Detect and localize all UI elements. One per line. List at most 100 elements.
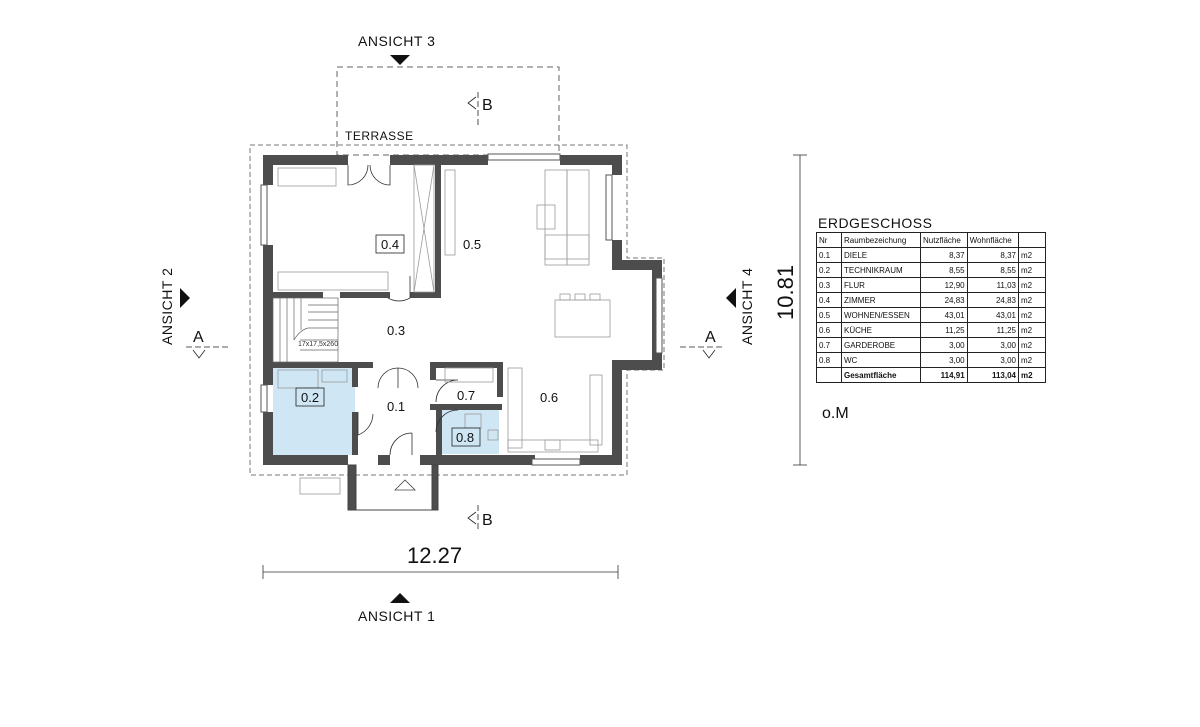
table-cell: [816, 367, 842, 383]
table-cell: 12,90: [920, 277, 968, 293]
table-cell: m2: [1018, 367, 1046, 383]
header-unit: [1018, 232, 1046, 248]
section-b-top: B: [482, 97, 493, 114]
furniture: [277, 164, 611, 495]
table-cell: 24,83: [920, 292, 968, 308]
table-cell: 11,25: [966, 322, 1020, 338]
section-a-right: A: [705, 329, 716, 346]
table-cell: 0.7: [816, 337, 842, 353]
table-cell: WC: [841, 352, 921, 368]
table-cell: 3,00: [966, 352, 1020, 368]
entrance-canopy: [347, 464, 439, 511]
room-0-6: 0.6: [540, 390, 558, 405]
windows: [260, 153, 663, 466]
view-2-arrow-icon: [180, 288, 190, 308]
table-cell: m2: [1018, 322, 1046, 338]
stair-label: 17x17,5x260: [298, 341, 338, 348]
table-cell: m2: [1018, 352, 1046, 368]
table-cell: 43,01: [966, 307, 1020, 323]
table-cell: m2: [1018, 337, 1046, 353]
table-cell: 0.4: [816, 292, 842, 308]
table-cell: m2: [1018, 262, 1046, 278]
table-cell: 8,55: [966, 262, 1020, 278]
room-0-8: 0.8: [456, 430, 474, 445]
view-2-label: ANSICHT 2: [159, 268, 175, 345]
depth-dimension: 10.81: [773, 265, 798, 320]
staircase: [272, 297, 339, 363]
table-cell: ZIMMER: [841, 292, 921, 308]
table-cell: KÜCHE: [841, 322, 921, 338]
room-0-4: 0.4: [381, 237, 399, 252]
table-title: ERDGESCHOSS: [818, 215, 933, 231]
header-living: Wohnfläche: [966, 232, 1020, 248]
table-cell: m2: [1018, 247, 1046, 263]
table-cell: 0.1: [816, 247, 842, 263]
table-cell: 0.6: [816, 322, 842, 338]
table-cell: GARDEROBE: [841, 337, 921, 353]
table-cell: 43,01: [920, 307, 968, 323]
view-markers: ANSICHT 3 ANSICHT 1 ANSICHT 2 ANSICHT 4: [159, 33, 755, 624]
table-cell: m2: [1018, 307, 1046, 323]
table-cell: 8,55: [920, 262, 968, 278]
width-dimension: 12.27: [407, 543, 462, 568]
table-cell: 0.5: [816, 307, 842, 323]
table-cell: m2: [1018, 277, 1046, 293]
section-b-bottom: B: [482, 512, 493, 529]
room-0-3: 0.3: [387, 323, 405, 338]
table-cell: m2: [1018, 292, 1046, 308]
table-cell: 114,91: [920, 367, 968, 383]
room-0-7: 0.7: [457, 388, 475, 403]
header-nr: Nr: [816, 232, 842, 248]
table-cell: 8,37: [920, 247, 968, 263]
table-cell: DIELE: [841, 247, 921, 263]
area-table: Nr Raumbezeichung Nutzfläche Wohnfläche …: [816, 232, 1046, 383]
terrace-label: TERRASSE: [345, 129, 414, 143]
doors: [347, 164, 459, 456]
header-room: Raumbezeichung: [841, 232, 921, 248]
table-cell: Gesamtfläche: [841, 367, 921, 383]
room-0-1: 0.1: [387, 399, 405, 414]
section-markers: [186, 92, 722, 532]
table-cell: FLUR: [841, 277, 921, 293]
view-1-arrow-icon: [390, 593, 410, 603]
footprint-outline: [249, 144, 665, 476]
room-labels: 0.4 0.5 0.3 0.2 0.1 0.7 0.8 0.6: [295, 234, 558, 447]
room-0-2: 0.2: [301, 390, 319, 405]
table-cell: 0.8: [816, 352, 842, 368]
section-a-left: A: [193, 329, 204, 346]
view-3-arrow-icon: [390, 55, 410, 65]
table-cell: TECHNIKRAUM: [841, 262, 921, 278]
table-cell: 3,00: [920, 352, 968, 368]
room-0-5: 0.5: [463, 237, 481, 252]
area-table-container: ERDGESCHOSS Nr Raumbezeichung Nutzfläche…: [816, 215, 1046, 383]
view-4-label: ANSICHT 4: [739, 268, 755, 345]
table-cell: 0.3: [816, 277, 842, 293]
tech-room-fill: [273, 368, 355, 455]
table-cell: 0.2: [816, 262, 842, 278]
header-usable: Nutzfläche: [920, 232, 968, 248]
table-cell: 24,83: [966, 292, 1020, 308]
table-header-row: Nr Raumbezeichung Nutzfläche Wohnfläche: [816, 232, 1046, 248]
table-cell: 11,25: [920, 322, 968, 338]
interior-walls: [273, 155, 503, 455]
note-label: o.M: [822, 405, 849, 422]
table-cell: 8,37: [966, 247, 1020, 263]
view-4-arrow-icon: [726, 288, 736, 308]
table-cell: 11,03: [966, 277, 1020, 293]
dimension-lines: [262, 154, 807, 579]
table-cell: 113,04: [966, 367, 1020, 383]
table-cell: WOHNEN/ESSEN: [841, 307, 921, 323]
table-cell: 3,00: [966, 337, 1020, 353]
table-cell: 3,00: [920, 337, 968, 353]
view-3-label: ANSICHT 3: [358, 33, 435, 49]
